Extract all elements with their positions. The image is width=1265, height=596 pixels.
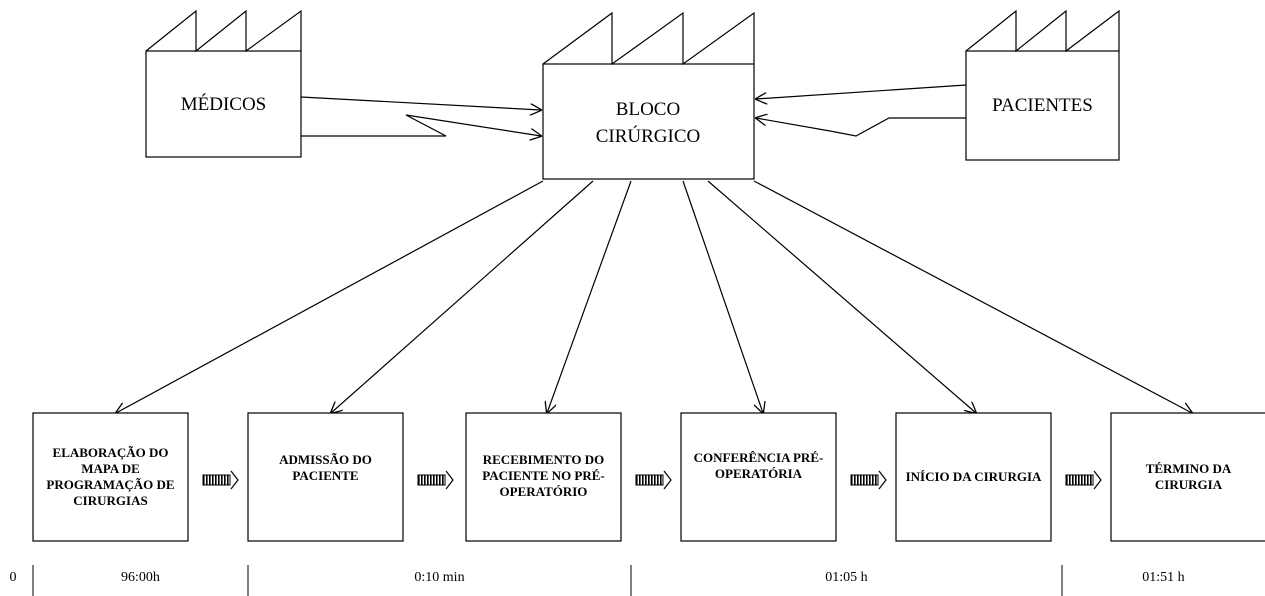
bloco-cirurgico-label: BLOCO CIRÚRGICO [595,99,701,147]
timeline-segment-4: 01:51 h [1142,570,1185,585]
timeline-segment-2: 0:10 min [414,570,465,585]
step-termino-cirurgia: TÉRMINO DA CIRURGIA [1145,461,1232,492]
medicos-label: MÉDICOS [180,94,267,115]
pacientes-label: PACIENTES [992,95,1093,116]
timeline-segment-1: 96:00h [121,570,160,585]
step-admissao-paciente: ADMISSÃO DO PACIENTE [279,452,372,483]
info-flow-arrows [300,84,967,136]
schedule-arrows [116,180,1192,413]
pacientes-factory-icon [965,9,1120,161]
timeline-segment-3: 01:05 h [825,570,868,585]
step-boxes [32,412,1265,542]
step-inicio-cirurgia: INÍCIO DA CIRURGIA [905,469,1042,484]
step-conferencia-pre-operatoria: CONFERÊNCIA PRÉ-OPERATÓRIA [693,450,824,481]
step-elaboracao-mapa: ELABORAÇÃO DO MAPA DE PROGRAMAÇÃO DE CIR… [46,445,175,508]
step-recebimento-paciente: RECEBIMENTO DO PACIENTE NO PRÉ-OPERATÓRI… [482,452,605,499]
timeline-separators [32,565,1063,596]
bloco-factory-icon [542,11,755,180]
timeline-start: 0 [9,570,17,585]
medicos-factory-icon [145,9,302,158]
